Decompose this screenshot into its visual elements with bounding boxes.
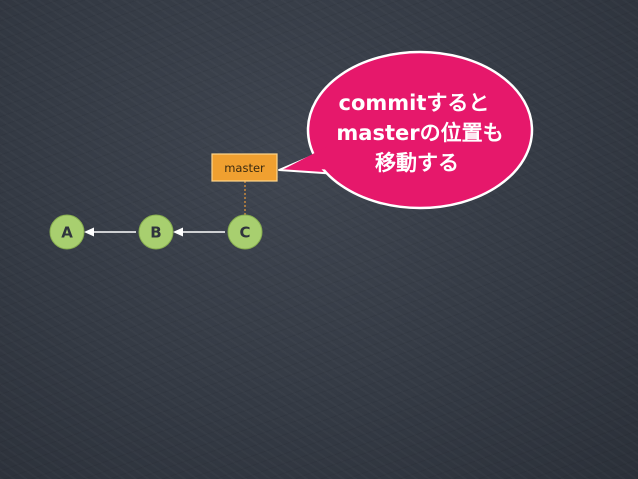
- callout-tail-join: [286, 146, 341, 170]
- arrowhead-c-to-b: [173, 227, 183, 237]
- callout-ellipse: [306, 50, 534, 210]
- branch-label-master: master: [211, 153, 278, 182]
- commit-node-c: C: [227, 214, 263, 250]
- commit-node-b: B: [138, 214, 174, 250]
- commit-label-b: B: [150, 224, 161, 242]
- callout-line-1: commitすると: [339, 91, 490, 115]
- callout-line-3: 移動する: [375, 151, 459, 175]
- arrowhead-b-to-a: [84, 227, 94, 237]
- commit-node-a: A: [49, 214, 85, 250]
- callout-bubble: commitすると masterの位置も 移動する: [278, 50, 534, 210]
- commit-label-a: A: [61, 224, 73, 242]
- commit-label-c: C: [239, 224, 250, 242]
- branch-name: master: [224, 161, 265, 175]
- callout-line-2: masterの位置も: [336, 121, 503, 145]
